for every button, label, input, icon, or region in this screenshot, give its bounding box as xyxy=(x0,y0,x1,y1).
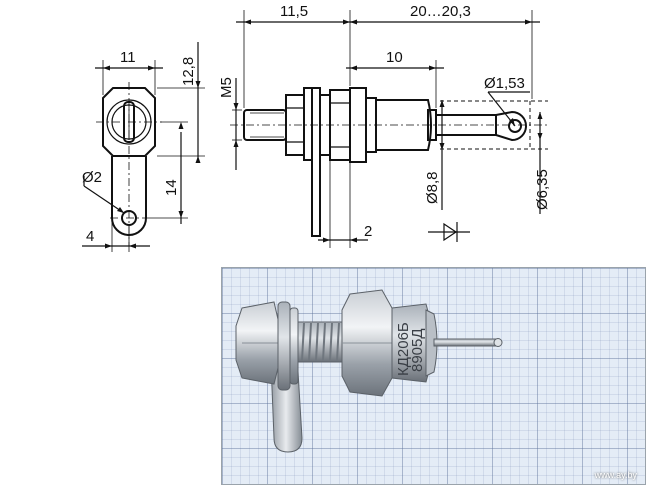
dim-lead-diameter: Ø6,35 xyxy=(534,169,551,210)
component-photo: КД206Б 8905Д www.ay.by xyxy=(221,267,646,485)
dim-body-length: 11,5 xyxy=(280,3,308,20)
technical-drawing: 11 12,8 14 Ø2 4 xyxy=(82,3,551,252)
dim-thread: M5 xyxy=(218,77,235,98)
dim-lead-hole-diameter: Ø1,53 xyxy=(484,75,525,92)
front-view: 11 12,8 14 Ø2 4 xyxy=(82,42,205,252)
dim-cap-length: 10 xyxy=(386,49,403,66)
dim-washer-thickness: 2 xyxy=(364,223,372,240)
dim-lead-length: 20…20,3 xyxy=(410,3,471,20)
dim-hex-height: 12,8 xyxy=(180,57,197,86)
dim-hex-width: 11 xyxy=(120,49,136,66)
dim-lug-length: 14 xyxy=(163,179,180,196)
side-view: 11,5 20…20,3 10 M5 Ø1,53 Ø8,8 Ø6,35 xyxy=(218,3,551,248)
diode-symbol-icon xyxy=(428,222,470,242)
marking-type: КД206Б xyxy=(395,322,412,376)
dim-lug-offset: 4 xyxy=(86,228,94,245)
dim-cap-diameter: Ø8,8 xyxy=(424,171,441,204)
dim-hole-diameter: Ø2 xyxy=(82,169,102,186)
watermark: www.ay.by xyxy=(594,470,637,480)
marking-date: 8905Д xyxy=(409,328,426,372)
